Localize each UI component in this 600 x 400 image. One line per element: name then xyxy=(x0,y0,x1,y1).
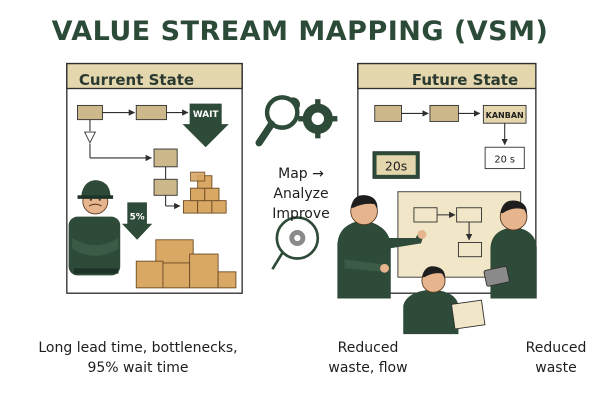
cycle-time-label: 20 s xyxy=(494,154,515,165)
process-box xyxy=(77,104,103,121)
kanban-label: KANBAN xyxy=(486,111,524,120)
presenter-figure xyxy=(337,195,427,299)
board-box xyxy=(457,242,483,258)
future-panel-header xyxy=(357,62,537,90)
current-state-panel: WAIT 5% xyxy=(66,62,243,294)
inventory-pile-icon xyxy=(182,171,227,214)
future-right-caption: Reduced waste xyxy=(516,338,596,378)
cardboard-boxes-icon xyxy=(135,239,237,289)
wait-label: WAIT xyxy=(193,110,219,120)
caption-line: Reduced xyxy=(525,340,587,356)
page-title: VALUE STREAM MAPPING (VSM) xyxy=(51,16,549,47)
current-state-heading: Current State xyxy=(78,71,195,89)
cycle-time-box xyxy=(484,146,525,170)
magnifier-small-icon xyxy=(271,216,320,270)
analyst-figure xyxy=(403,266,486,335)
process-box xyxy=(429,104,459,122)
percent-arrow xyxy=(122,202,153,240)
diagram-canvas: WAIT 5% xyxy=(66,62,537,335)
timer-label: 20s xyxy=(385,158,407,173)
step-map: Map → xyxy=(278,166,324,182)
tablet-icon xyxy=(483,265,510,287)
manager-figure xyxy=(483,200,537,299)
current-panel-header xyxy=(66,62,243,90)
caption-line: Long lead time, bottlenecks, xyxy=(38,340,238,356)
future-state-panel: KANBAN 20 s 20s xyxy=(337,62,537,335)
wait-arrow xyxy=(182,103,229,148)
future-state-heading: Future State xyxy=(411,71,519,89)
caption-line: waste xyxy=(535,360,577,376)
percent-label: 5% xyxy=(130,212,145,222)
caption-line: 95% wait time xyxy=(87,360,189,376)
inventory-triangle xyxy=(83,131,97,144)
step-analyze: Analyze xyxy=(273,186,329,202)
process-steps-text: Map → Analyze Improve xyxy=(253,164,349,224)
middle-icons xyxy=(255,95,338,270)
process-box xyxy=(153,148,178,168)
caption-line: waste, flow xyxy=(328,360,408,376)
process-box xyxy=(153,178,178,196)
clipboard-icon xyxy=(450,299,486,330)
timer-screen xyxy=(376,155,416,175)
worker-figure xyxy=(68,180,121,276)
magnifier-gear-icon xyxy=(255,95,338,147)
future-left-caption: Reduced waste, flow xyxy=(318,338,418,378)
current-state-caption: Long lead time, bottlenecks, 95% wait ti… xyxy=(18,338,258,378)
process-box xyxy=(135,104,167,121)
caption-line: Reduced xyxy=(337,340,399,356)
process-box xyxy=(374,104,402,122)
step-improve: Improve xyxy=(272,206,330,222)
